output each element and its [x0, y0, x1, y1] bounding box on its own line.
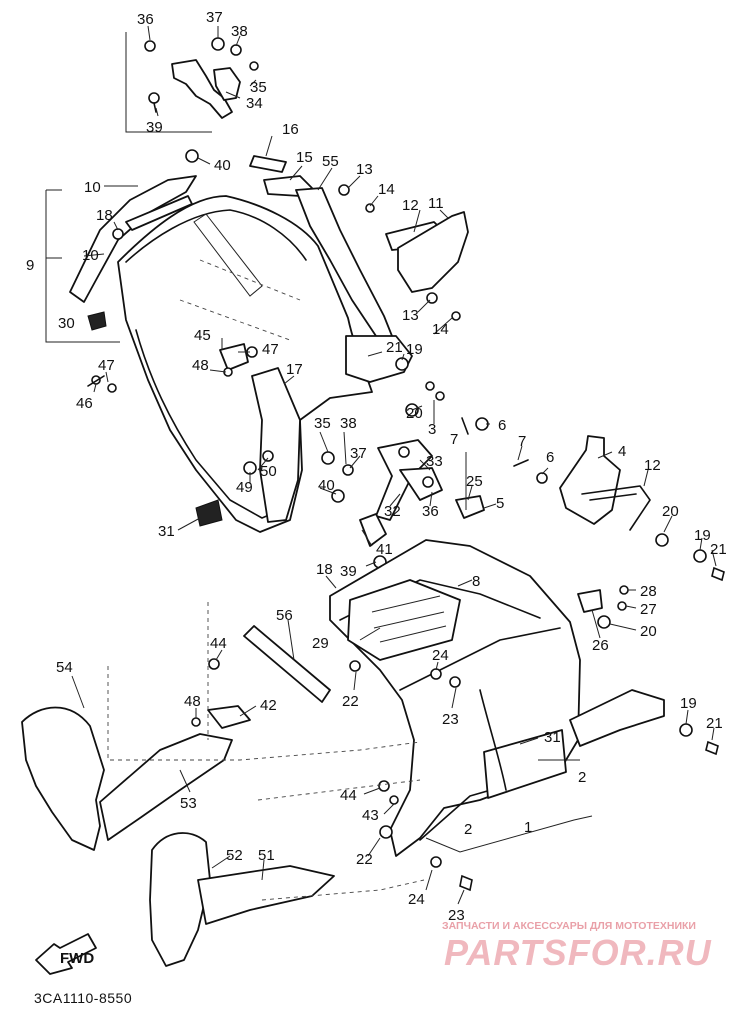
catalog-code: 3CA1110-8550 [34, 990, 133, 1006]
callout-16: 16 [282, 121, 299, 138]
callout-28: 28 [640, 583, 657, 600]
callout-51: 51 [258, 847, 275, 864]
callout-6-right: 6 [546, 449, 554, 466]
callout-46: 46 [76, 395, 93, 412]
callout-50: 50 [260, 463, 277, 480]
right-bracket [559, 435, 725, 629]
fwd-arrow-icon: FWD [35, 933, 97, 975]
callout-38: 38 [231, 23, 248, 40]
watermark-brand: PARTSFOR.RU [444, 932, 712, 973]
callout-18: 18 [96, 207, 113, 224]
callout-10-lower: 10 [82, 247, 99, 264]
callout-49: 49 [236, 479, 253, 496]
callout-56: 56 [276, 607, 293, 624]
lower-cowling [329, 539, 719, 892]
callout-13-lower: 13 [402, 307, 419, 324]
callout-21: 21 [386, 339, 403, 356]
callout-29: 29 [312, 635, 329, 652]
callout-8: 8 [472, 573, 480, 590]
callout-3: 3 [428, 421, 436, 438]
callout-54: 54 [56, 659, 73, 676]
stay-and-brackets [249, 155, 469, 383]
callout-19: 19 [406, 341, 423, 358]
callout-4: 4 [618, 443, 626, 460]
callout-9: 9 [26, 257, 34, 274]
callout-21-right: 21 [710, 541, 727, 558]
callout-14-lower: 14 [432, 321, 449, 338]
callout-25: 25 [466, 473, 483, 490]
callout-14: 14 [378, 181, 395, 198]
callout-42: 42 [260, 697, 277, 714]
watermark-subtitle: ЗАПЧАСТИ И АКСЕССУАРЫ ДЛЯ МОТОТЕХНИКИ [442, 920, 696, 932]
callout-41: 41 [376, 541, 393, 558]
callout-43: 43 [362, 807, 379, 824]
callout-36: 36 [137, 11, 154, 28]
callout-11: 11 [428, 195, 444, 212]
callout-20: 20 [406, 405, 423, 422]
callout-7: 7 [450, 431, 458, 448]
callout-15: 15 [296, 149, 313, 166]
callout-52: 52 [226, 847, 243, 864]
callout-45: 45 [194, 327, 211, 344]
callout-19-lower: 19 [680, 695, 697, 712]
callout-17: 17 [286, 361, 303, 378]
callout-34: 34 [246, 95, 263, 112]
callout-23: 23 [442, 711, 459, 728]
callout-37-mid: 37 [350, 445, 367, 462]
callout-39-mid: 39 [340, 563, 357, 580]
callout-20-lower: 20 [640, 623, 657, 640]
callout-2-lower: 2 [464, 821, 472, 838]
side-covers [21, 602, 425, 967]
callout-47-left: 47 [98, 357, 115, 374]
callout-37: 37 [206, 9, 223, 26]
callout-26: 26 [592, 637, 609, 654]
callout-12: 12 [402, 197, 419, 214]
callout-24-lower: 24 [408, 891, 425, 908]
callout-20-right: 20 [662, 503, 679, 520]
callout-32: 32 [384, 503, 401, 520]
callout-5: 5 [496, 495, 504, 512]
callout-38-mid: 38 [340, 415, 357, 432]
callout-40-mid: 40 [318, 477, 335, 494]
callout-2: 2 [578, 769, 586, 786]
callout-55: 55 [322, 153, 339, 170]
windshield-assembly [45, 175, 197, 343]
callout-31-lower: 31 [544, 729, 561, 746]
callout-27: 27 [640, 601, 657, 618]
callout-7-right: 7 [518, 433, 526, 450]
callout-6: 6 [498, 417, 506, 434]
callout-53: 53 [180, 795, 197, 812]
callout-23-lower: 23 [448, 907, 465, 924]
callout-10: 10 [84, 179, 101, 196]
callout-39: 39 [146, 119, 163, 136]
callout-labels: 36 37 38 35 34 39 16 40 15 55 13 14 10 1… [26, 9, 727, 924]
callout-1: 1 [524, 819, 532, 836]
callout-33: 33 [426, 453, 443, 470]
callout-21-lower: 21 [706, 715, 723, 732]
callout-12-right: 12 [644, 457, 661, 474]
callout-13: 13 [356, 161, 373, 178]
leader-lines [71, 25, 717, 905]
callout-48-lower: 48 [184, 693, 201, 710]
callout-40: 40 [214, 157, 231, 174]
callout-30: 30 [58, 315, 75, 332]
callout-22-lower: 22 [356, 851, 373, 868]
callout-24: 24 [432, 647, 449, 664]
callout-48: 48 [192, 357, 209, 374]
callout-36-mid: 36 [422, 503, 439, 520]
callout-47: 47 [262, 341, 279, 358]
callout-35-mid: 35 [314, 415, 331, 432]
callout-35: 35 [250, 79, 267, 96]
callout-44: 44 [210, 635, 227, 652]
callout-19-right: 19 [694, 527, 711, 544]
callout-44-lower: 44 [340, 787, 357, 804]
callout-31: 31 [158, 523, 175, 540]
callout-18-mid: 18 [316, 561, 333, 578]
callout-22: 22 [342, 693, 359, 710]
fwd-label: FWD [60, 950, 94, 967]
